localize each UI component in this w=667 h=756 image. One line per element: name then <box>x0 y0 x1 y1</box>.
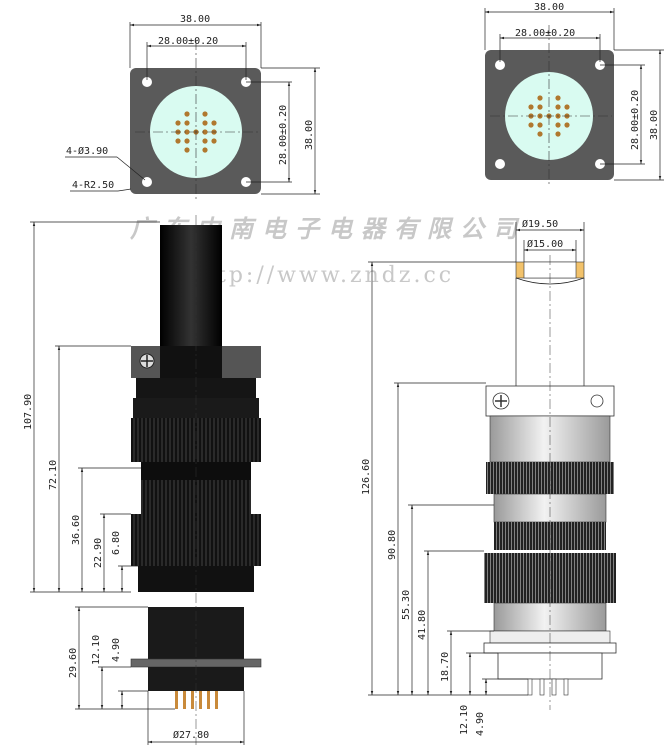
left-flange-radius-label: 4-R2.50 <box>72 180 114 191</box>
right-d7-label: 4.90 <box>475 712 486 736</box>
contact-pin <box>528 104 534 110</box>
right-flange-hole-spacing-h-label: 28.00±0.20 <box>515 28 575 39</box>
contact-pin <box>184 111 190 117</box>
contact-pin <box>175 120 181 126</box>
left-flange-hole-spacing-h-label: 28.00±0.20 <box>158 36 218 47</box>
contact-pin <box>528 122 534 128</box>
right-flange-view: 38.00 28.00±0.20 28.00±0.20 38.00 <box>484 2 664 185</box>
contact-pin <box>211 120 217 126</box>
left-d3-label: 36.60 <box>71 515 82 545</box>
left-d2-label: 72.10 <box>48 460 59 490</box>
contact-pin <box>184 138 190 144</box>
left-side-view: 107.90 72.10 36.60 22.90 6.80 29.60 12.1… <box>23 215 262 745</box>
right-pins <box>527 678 569 696</box>
contact-pin <box>211 138 217 144</box>
left-cable <box>160 225 222 350</box>
contact-pin <box>537 95 543 101</box>
contact-pin <box>564 104 570 110</box>
right-side-view: Ø19.50 Ø15.00 <box>361 218 617 736</box>
contact-pin <box>202 120 208 126</box>
left-flange-width-label: 38.00 <box>180 14 210 25</box>
right-d5-label: 18.70 <box>440 652 451 682</box>
right-flange-pins <box>528 95 570 137</box>
right-flange-width-label: 38.00 <box>534 2 564 13</box>
right-flange-height-label: 38.00 <box>649 110 660 140</box>
contact-pin <box>184 129 190 135</box>
left-d5-label: 6.80 <box>111 531 122 555</box>
left-flange-height-label: 38.00 <box>304 120 315 150</box>
right-d2-label: 90.80 <box>387 530 398 560</box>
contact-pin <box>175 138 181 144</box>
right-d4-label: 41.80 <box>417 610 428 640</box>
contact-pin <box>564 122 570 128</box>
contact-pin <box>202 129 208 135</box>
contact-pin <box>202 147 208 153</box>
left-d7-label: 12.10 <box>91 635 102 665</box>
right-outer-dia-label: Ø19.50 <box>522 218 558 230</box>
contact-pin <box>555 131 561 137</box>
right-inner-dia-label: Ø15.00 <box>527 238 563 250</box>
right-d6-label: 12.10 <box>459 705 470 735</box>
left-pins <box>175 691 218 709</box>
contact-pin <box>184 147 190 153</box>
left-flange-hole-spacing-v-label: 28.00±0.20 <box>278 105 289 165</box>
contact-pin <box>537 122 543 128</box>
contact-pin <box>555 122 561 128</box>
right-d3-label: 55.30 <box>401 590 412 620</box>
right-flange-hole-spacing-v-label: 28.00±0.20 <box>630 90 641 150</box>
right-knurl-lower <box>484 553 616 603</box>
contact-pin <box>202 138 208 144</box>
contact-pin <box>202 111 208 117</box>
contact-pin <box>555 95 561 101</box>
left-d8-label: 4.90 <box>111 638 122 662</box>
left-flange-view: 38.00 28.00±0.20 28.00±0.20 38.00 4-Ø3.9… <box>65 14 320 200</box>
contact-pin <box>184 120 190 126</box>
watermark-url: http://www.zndz.cc <box>188 263 454 288</box>
left-flange-pins <box>175 111 217 153</box>
left-total-label: 107.90 <box>23 394 34 430</box>
contact-pin <box>537 104 543 110</box>
left-diameter-label: Ø27.80 <box>173 729 209 741</box>
contact-pin <box>537 131 543 137</box>
left-d6-label: 29.60 <box>68 648 79 678</box>
contact-pin <box>555 104 561 110</box>
left-flange-holes-label: 4-Ø3.90 <box>66 145 108 157</box>
left-d4-label: 22.90 <box>93 538 104 568</box>
right-total-label: 126.60 <box>361 459 372 495</box>
